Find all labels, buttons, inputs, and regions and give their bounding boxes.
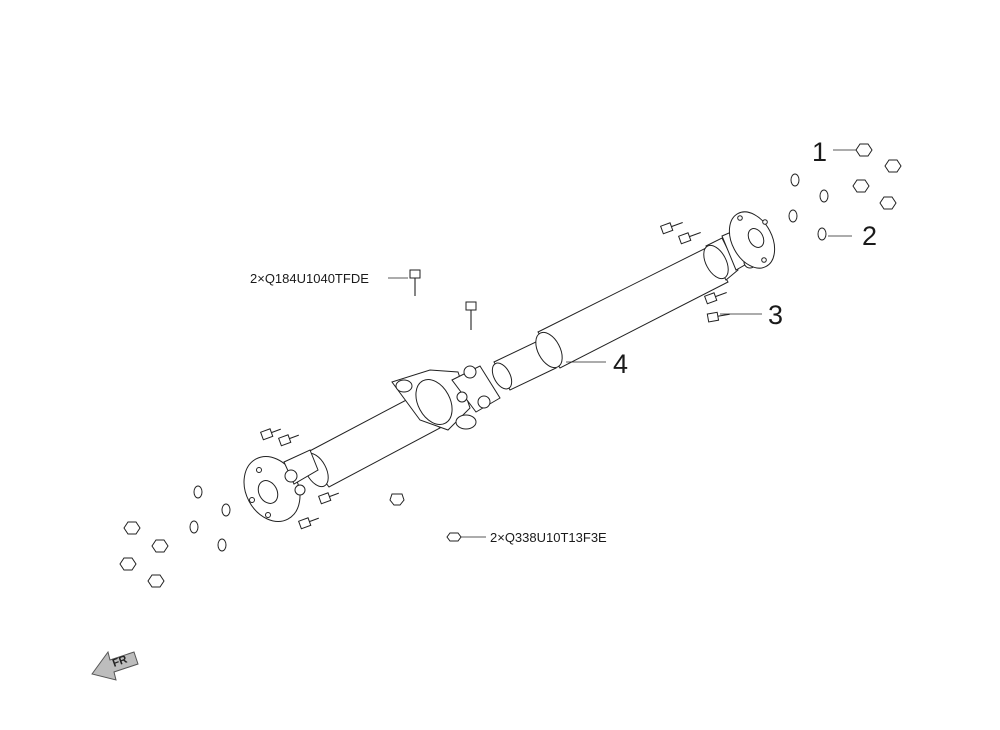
rear-bolt-group [659, 221, 730, 323]
hex-nut-icon [852, 143, 902, 210]
callout-3: 3 [768, 300, 783, 330]
washer-icon [788, 173, 829, 241]
propeller-shaft-rear [491, 211, 776, 391]
callout-1: 1 [812, 137, 827, 167]
front-direction-arrow: FR [91, 650, 139, 681]
nut-note-icon [446, 532, 462, 542]
direction-label: FR [111, 654, 129, 670]
vertical-bolt-group [389, 269, 477, 506]
front-bolt-group [259, 428, 339, 530]
nut-part-note: 2×Q338U10T13F3E [490, 530, 607, 545]
propeller-shaft-front [243, 396, 441, 522]
hex-nut-icon [119, 521, 169, 588]
rear-fastener-cluster [788, 143, 902, 241]
front-fastener-cluster [119, 485, 231, 588]
callout-2: 2 [862, 221, 877, 251]
leader-lines [388, 149, 856, 538]
callout-4: 4 [613, 349, 628, 379]
washer-icon [189, 485, 231, 552]
center-bearing [391, 365, 501, 431]
bolt-part-note: 2×Q184U1040TFDE [250, 271, 369, 286]
